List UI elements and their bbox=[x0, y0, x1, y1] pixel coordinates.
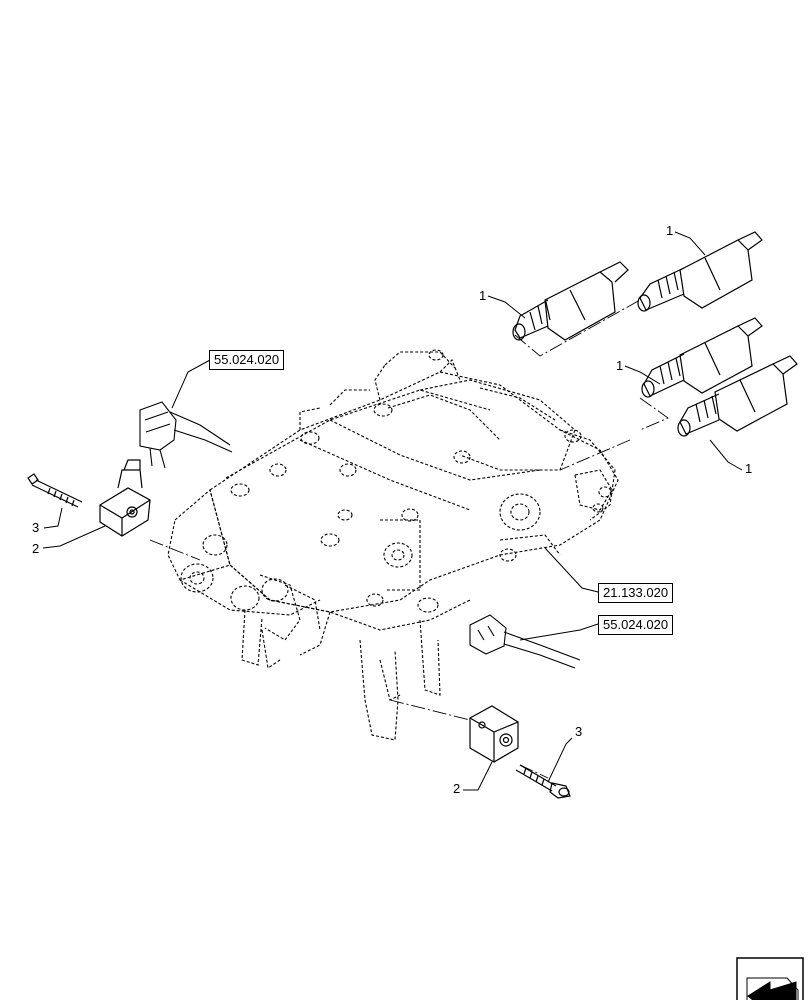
navigation-arrow-icon[interactable] bbox=[736, 957, 804, 1000]
callout-number: 1 bbox=[666, 223, 674, 238]
solenoid-valve bbox=[677, 355, 798, 437]
callout-number: 3 bbox=[575, 724, 583, 739]
harness-plug bbox=[469, 614, 581, 669]
solenoid-valve bbox=[641, 317, 763, 398]
solenoid-valve bbox=[637, 231, 763, 312]
callout-number: 1 bbox=[479, 288, 487, 303]
leader-lines bbox=[42, 231, 743, 791]
callout-number: 1 bbox=[616, 358, 624, 373]
reference-box[interactable]: 55.024.020 bbox=[598, 615, 674, 635]
solenoid-valve bbox=[512, 261, 629, 341]
sensor-connector bbox=[469, 705, 519, 763]
bolt bbox=[515, 764, 571, 799]
sensor-connector bbox=[99, 459, 151, 537]
valve-housing bbox=[167, 349, 619, 741]
assembly-center-lines bbox=[149, 299, 669, 779]
reference-box[interactable]: 21.133.020 bbox=[598, 583, 674, 603]
harness-plug bbox=[139, 401, 233, 469]
bolt bbox=[27, 473, 83, 508]
callout-number: 3 bbox=[32, 520, 40, 535]
callout-number: 1 bbox=[745, 461, 753, 476]
callout-number: 2 bbox=[32, 541, 40, 556]
callout-number: 2 bbox=[453, 781, 461, 796]
reference-box[interactable]: 55.024.020 bbox=[209, 350, 285, 370]
